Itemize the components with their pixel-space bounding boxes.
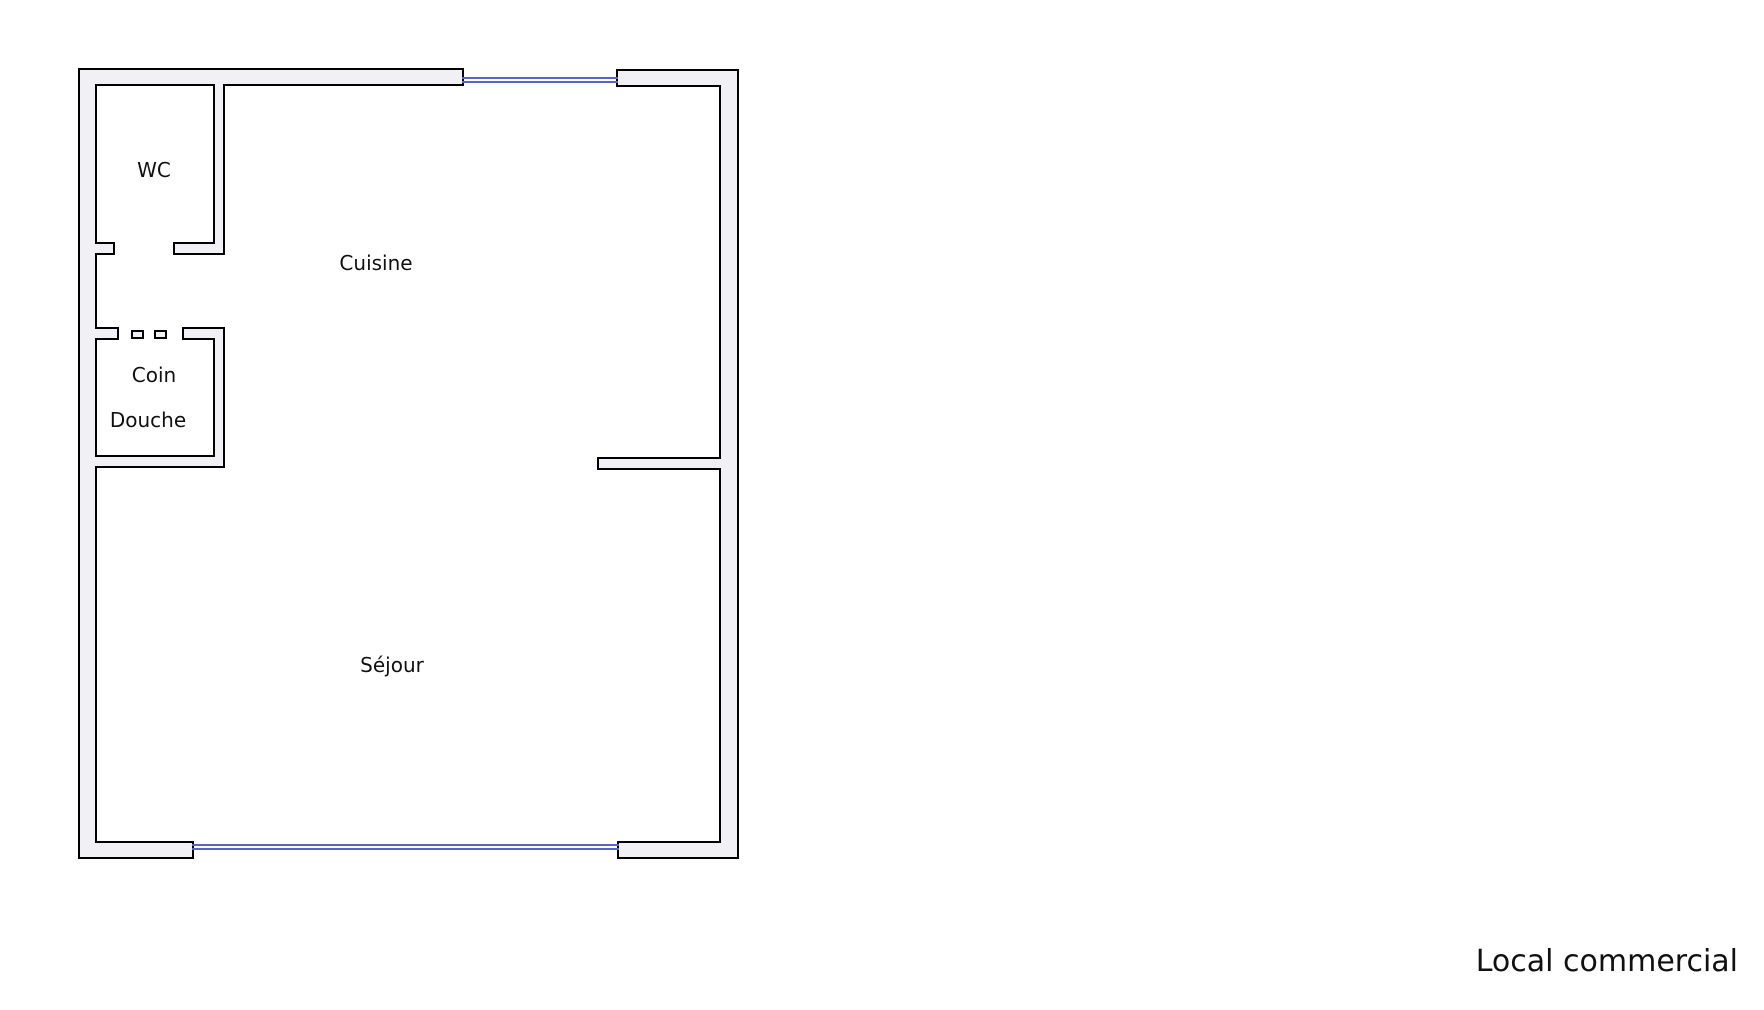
room-label-wc: WC (137, 158, 171, 182)
window-bottom (192, 844, 619, 850)
room-label-cuisine: Cuisine (339, 251, 413, 275)
window-top (462, 77, 618, 83)
room-label-sejour: Séjour (360, 653, 424, 677)
plan-caption: Local commercial (1475, 944, 1738, 979)
shower-post (154, 330, 167, 339)
room-label-douche: Douche (109, 408, 187, 432)
shower-post (131, 330, 144, 339)
room-label-coin: Coin (131, 363, 177, 387)
walls (80, 70, 737, 857)
